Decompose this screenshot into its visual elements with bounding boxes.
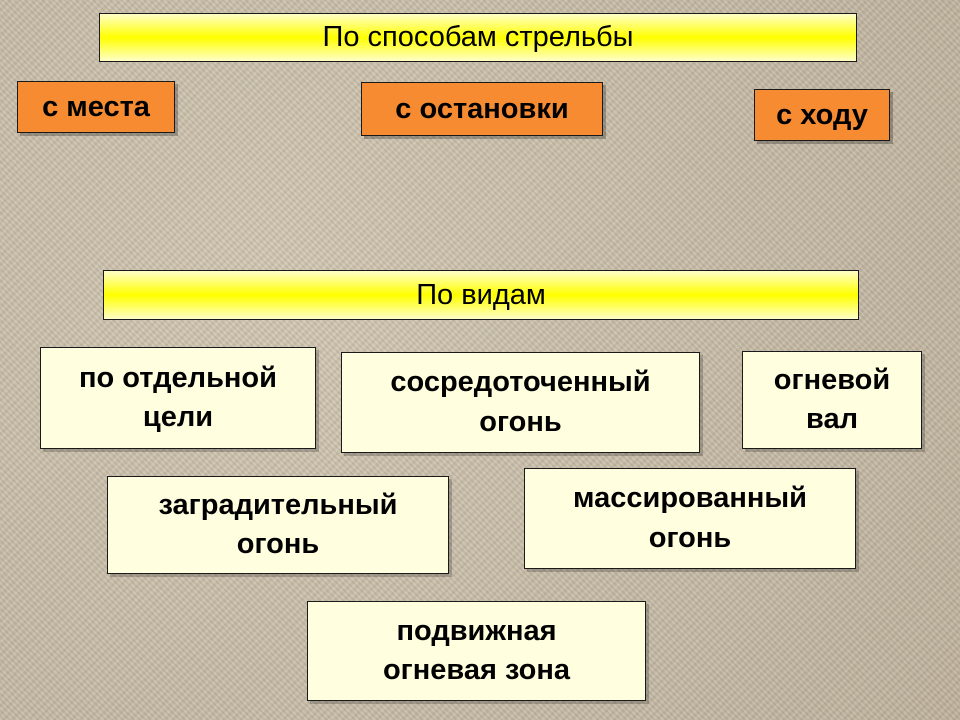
method-box-stationary: с места [17,81,175,133]
method-box-on-the-move: с ходу [754,89,890,141]
type-box-concentrated: сосредоточенный огонь [341,352,700,453]
type-box-barrier: заградительный огонь [107,476,449,574]
method-label: с ходу [776,98,868,131]
method-box-short-halt: с остановки [361,82,603,136]
type-box-massed: массированный огонь [524,468,856,569]
method-label: с остановки [395,92,569,125]
method-label: с места [42,90,150,123]
type-box-moving-zone: подвижная огневая зона [307,601,646,701]
type-label: заградительный огонь [158,488,398,560]
type-box-barrage-wave: огневой вал [742,351,922,449]
type-label: огневой вал [773,363,891,435]
fire-types-banner: По видам [103,270,859,320]
type-label: по отдельной цели [79,361,277,433]
type-label: подвижная огневая зона [382,614,571,686]
fire-methods-title: По способам стрельбы [322,21,634,53]
type-label: сосредоточенный огонь [390,366,651,438]
type-label: массированный огонь [573,482,807,554]
type-box-single-target: по отдельной цели [40,347,316,449]
fire-methods-banner: По способам стрельбы [99,13,857,62]
fire-types-title: По видам [416,278,546,311]
